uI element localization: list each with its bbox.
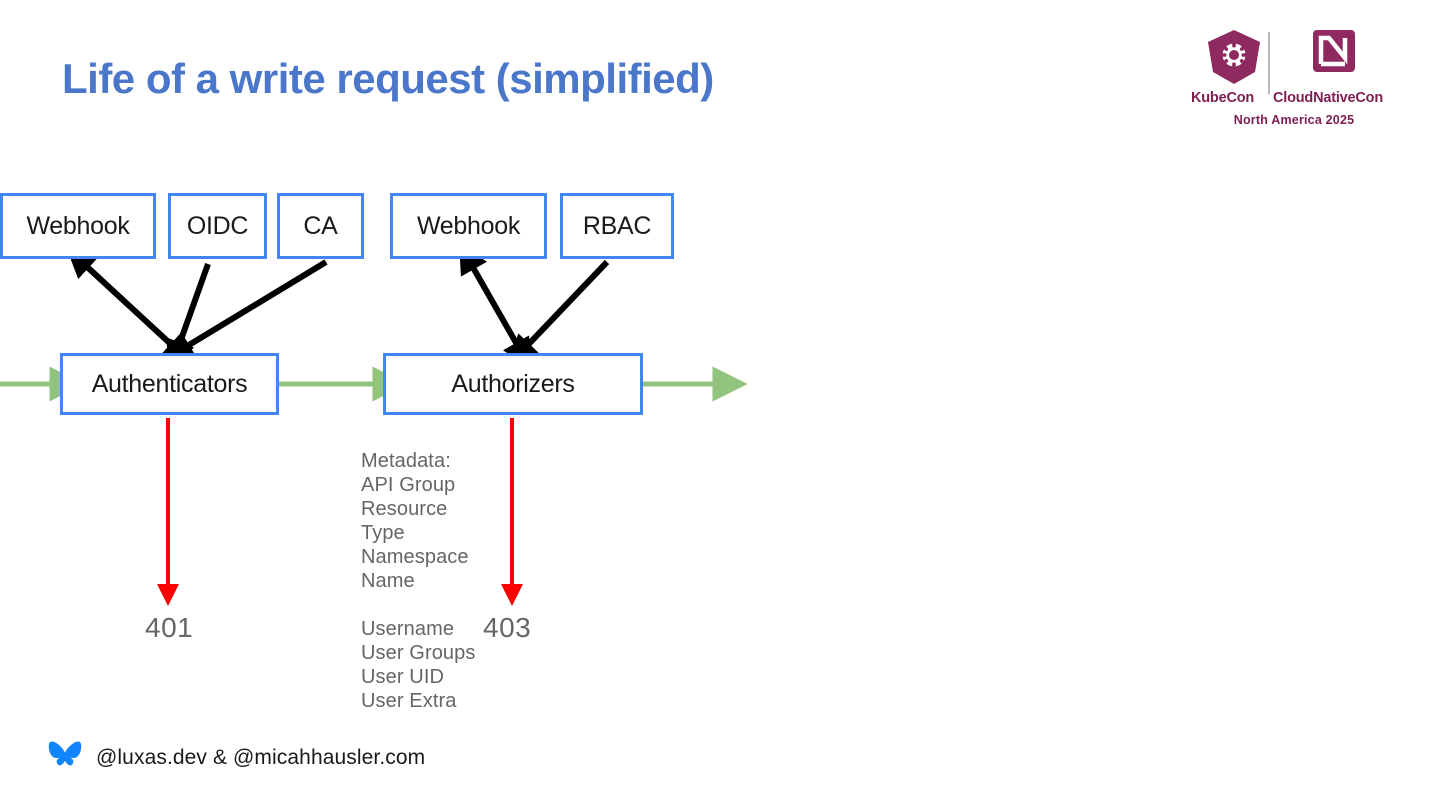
- node-rbac[interactable]: RBAC: [560, 193, 674, 259]
- bluesky-butterfly-icon: [48, 740, 82, 775]
- authorizer-plugin-arrows: [459, 243, 610, 369]
- authorization-attributes: Metadata: API Group Resource Type Namesp…: [361, 449, 475, 713]
- attribute-item: Username: [361, 618, 455, 640]
- attribute-item: Namespace: [361, 546, 469, 568]
- page-title: Life of a write request (simplified): [62, 55, 714, 102]
- attribute-item: Resource: [361, 498, 448, 520]
- authenticator-plugin-arrows: [66, 247, 328, 371]
- attribute-item: User Extra: [361, 690, 457, 712]
- node-webhook-authorizer[interactable]: Webhook: [390, 193, 547, 259]
- node-label: Authenticators: [91, 369, 248, 398]
- status-code-401: 401: [145, 612, 194, 643]
- footer: @luxas.dev & @micahhausler.com: [48, 740, 425, 775]
- attribute-item: User UID: [361, 666, 445, 688]
- attribute-item: Name: [361, 570, 415, 592]
- node-authorizers[interactable]: Authorizers: [383, 353, 643, 415]
- attribute-item: User Groups: [361, 642, 476, 664]
- node-label: Webhook: [26, 211, 130, 240]
- cncf-square-icon: [1307, 28, 1359, 89]
- attribute-spacer: [361, 593, 475, 617]
- status-code-403: 403: [483, 612, 532, 643]
- attribute-item: Type: [361, 522, 405, 544]
- kubecon-wordmark: KubeCon: [1191, 90, 1255, 106]
- node-label: CA: [303, 211, 338, 240]
- footer-handles: @luxas.dev & @micahhausler.com: [96, 745, 426, 769]
- node-authenticators[interactable]: Authenticators: [60, 353, 279, 415]
- conference-logo: KubeCon CloudNativeCon North America 202…: [1183, 28, 1405, 128]
- conference-edition: North America 2025: [1233, 113, 1355, 127]
- node-webhook-authenticator[interactable]: Webhook: [0, 193, 156, 259]
- attribute-item: API Group: [361, 474, 456, 496]
- node-label: Webhook: [416, 211, 521, 240]
- node-label: Authorizers: [451, 369, 575, 398]
- kubernetes-helm-icon: [1203, 28, 1265, 91]
- logo-divider: [1268, 32, 1270, 94]
- node-label: OIDC: [186, 211, 249, 240]
- cloudnativecon-wordmark: CloudNativeCon: [1273, 90, 1383, 106]
- logo-marks-row: [1183, 28, 1405, 96]
- node-ca[interactable]: CA: [277, 193, 364, 259]
- attribute-item: Metadata:: [361, 450, 451, 472]
- node-oidc[interactable]: OIDC: [168, 193, 267, 259]
- node-label: RBAC: [582, 211, 652, 240]
